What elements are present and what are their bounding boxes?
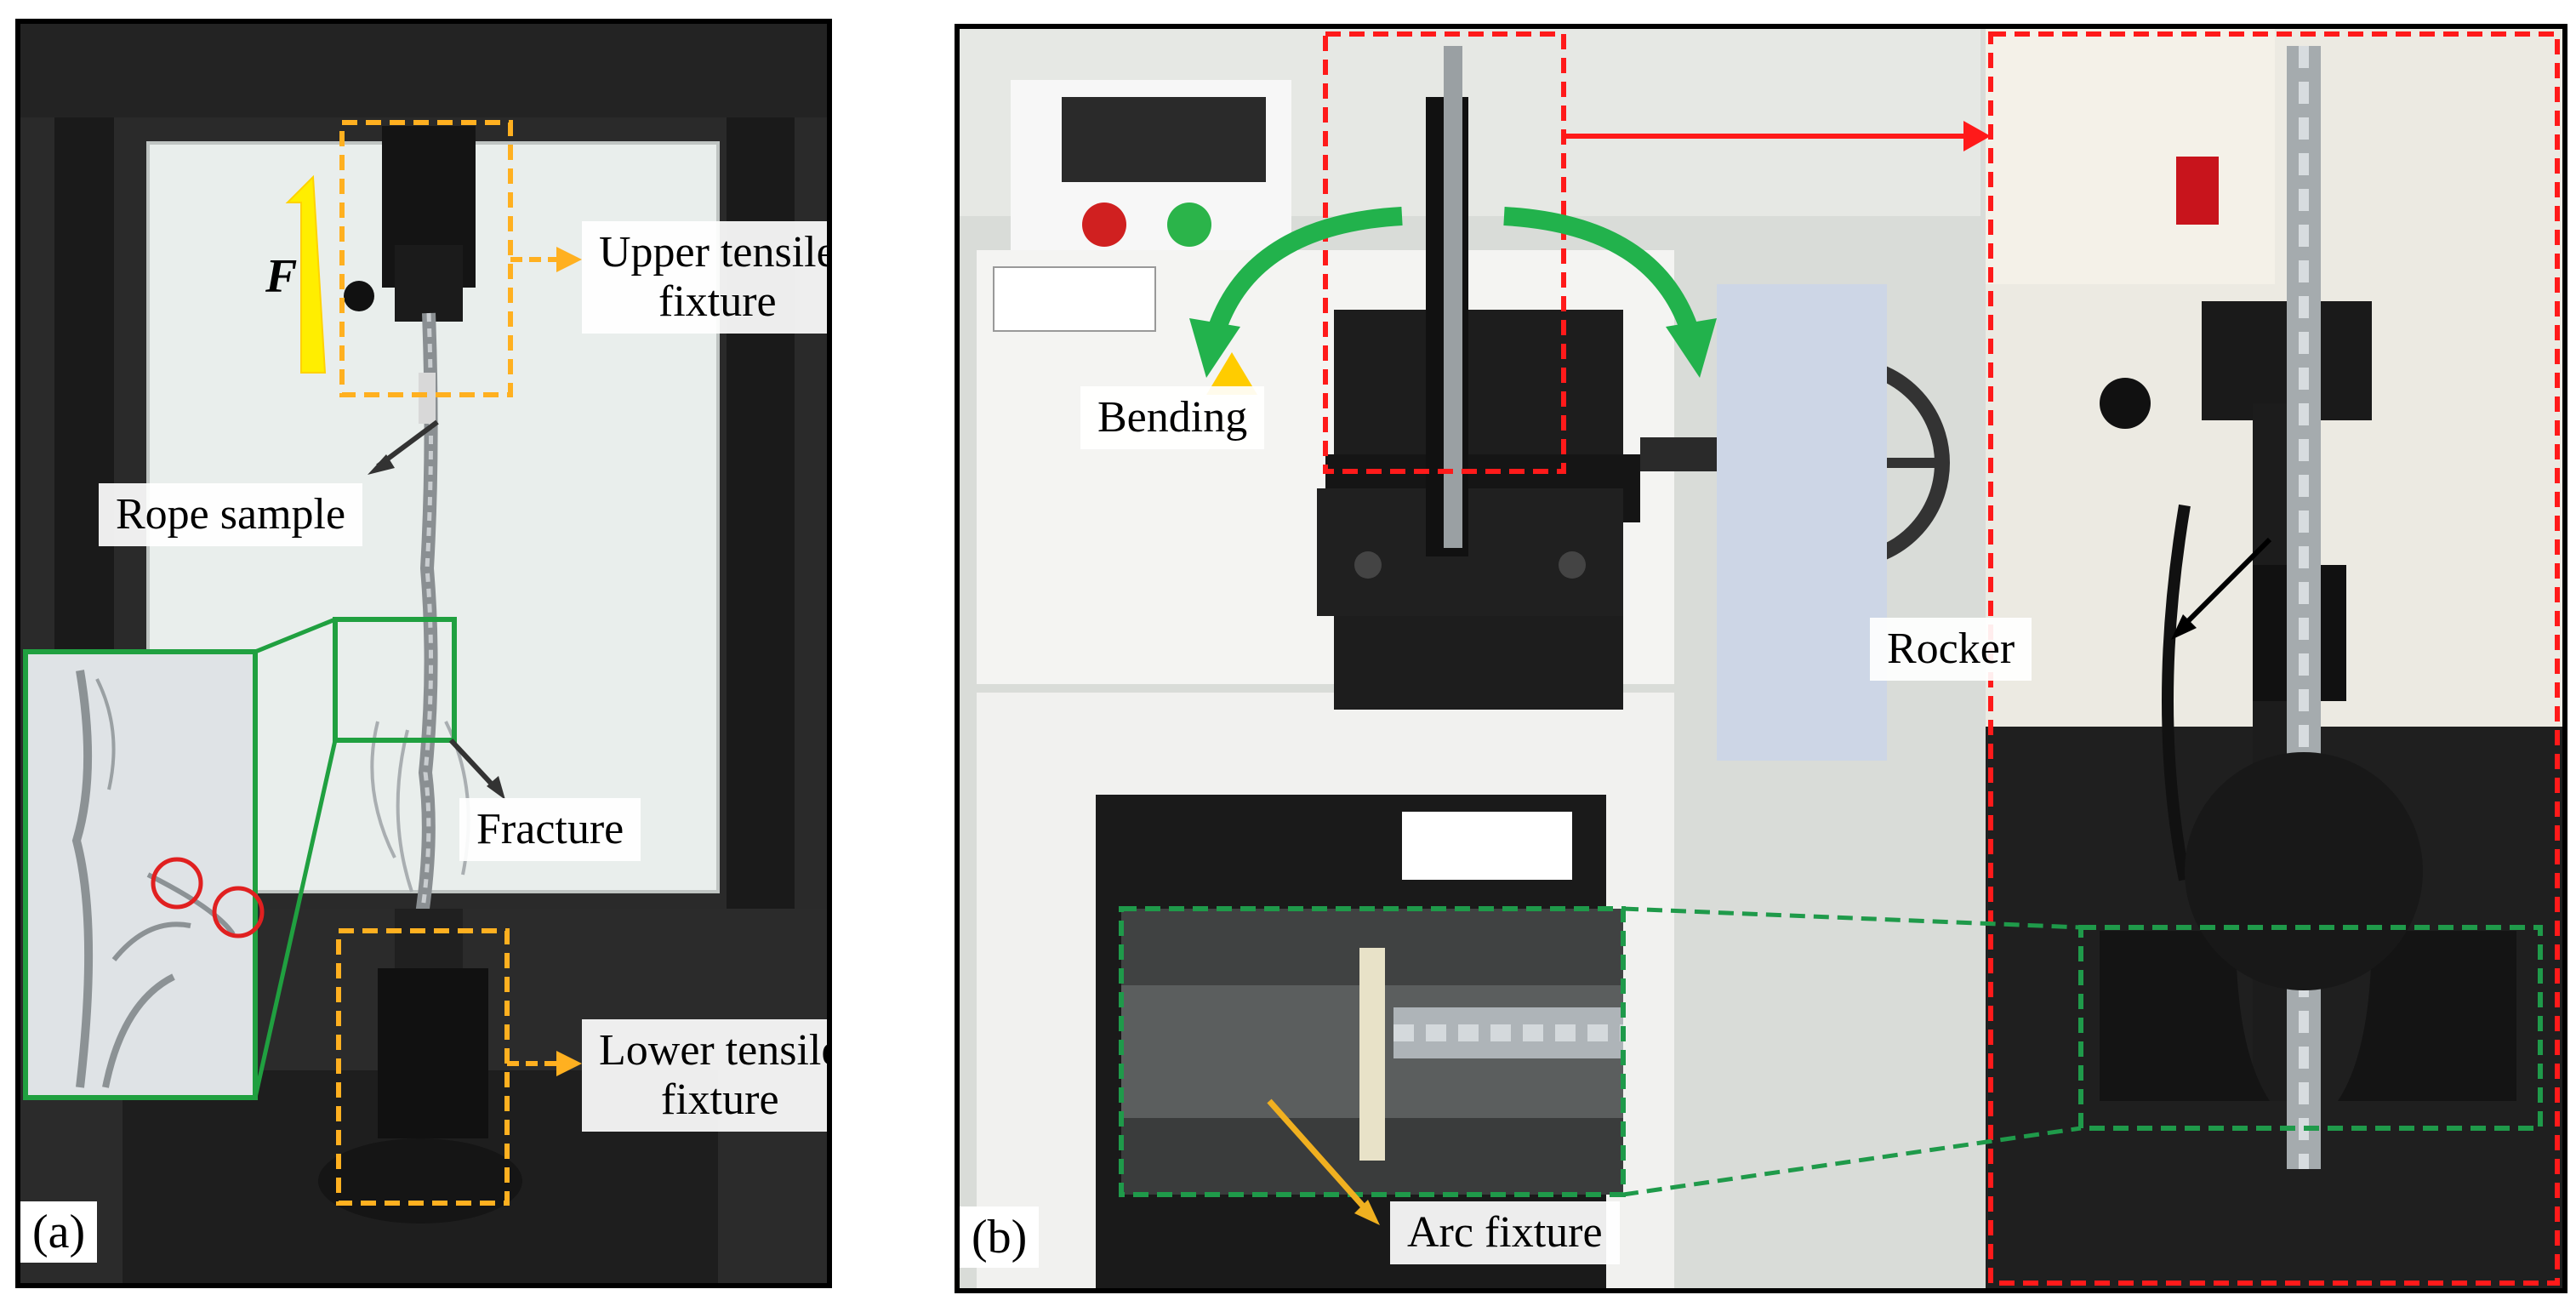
panel-a-tensile-test-photo: F Upper tensile fixture Rope sample Frac… — [15, 19, 832, 1288]
panel-b-bending-test-photo: Bending Rocker Arc fixture (b) — [955, 24, 2567, 1293]
lower-fixture-label: Lower tensile fixture — [582, 1019, 832, 1132]
panel-b-letter: (b) — [960, 1206, 1040, 1268]
rocker-region-box — [1323, 31, 1566, 474]
panel-a-annotations — [23, 120, 582, 1206]
arrow-right-icon — [1963, 121, 1991, 151]
arc-fixture-label: Arc fixture — [1390, 1201, 1620, 1265]
arrow-icon — [487, 776, 505, 800]
arrow-icon — [1354, 1200, 1380, 1225]
upper-fixture-label: Upper tensile fixture — [582, 221, 832, 334]
fracture-mark-circle — [151, 857, 203, 910]
bend-right-arrow-icon — [1666, 318, 1717, 378]
bend-left-arrow-icon — [1189, 318, 1240, 378]
upper-fixture-callout-box — [339, 120, 513, 397]
fracture-region-box — [333, 617, 457, 743]
arrow-right-icon — [556, 247, 582, 272]
panel-a-letter: (a) — [20, 1201, 98, 1263]
arrow-icon — [2171, 614, 2197, 640]
force-arrow-icon — [285, 174, 327, 374]
arrow-icon — [368, 454, 395, 475]
lower-fixture-callout-box — [336, 928, 510, 1206]
arc-fixture-inset-box — [1119, 906, 1626, 1197]
inset-zoom-box — [23, 649, 258, 1100]
lower-fixture-label-line2: fixture — [660, 1075, 779, 1125]
bending-label: Bending — [1080, 386, 1265, 450]
detail-view-box — [1988, 31, 2560, 1286]
bending-machine-illustration — [960, 29, 2562, 1288]
arrow-right-icon — [556, 1051, 582, 1076]
panel-b-annotations — [1119, 31, 2560, 1286]
force-label: F — [265, 250, 298, 303]
fracture-mark-circle — [212, 886, 265, 938]
rope-sample-label: Rope sample — [99, 483, 363, 547]
rocker-label: Rocker — [1870, 618, 2032, 682]
fracture-label: Fracture — [459, 798, 641, 862]
lower-fixture-label-line1: Lower tensile — [599, 1026, 832, 1075]
upper-fixture-label-line1: Upper tensile — [599, 228, 832, 277]
arc-region-box — [2078, 925, 2543, 1131]
upper-fixture-label-line2: fixture — [658, 277, 777, 327]
